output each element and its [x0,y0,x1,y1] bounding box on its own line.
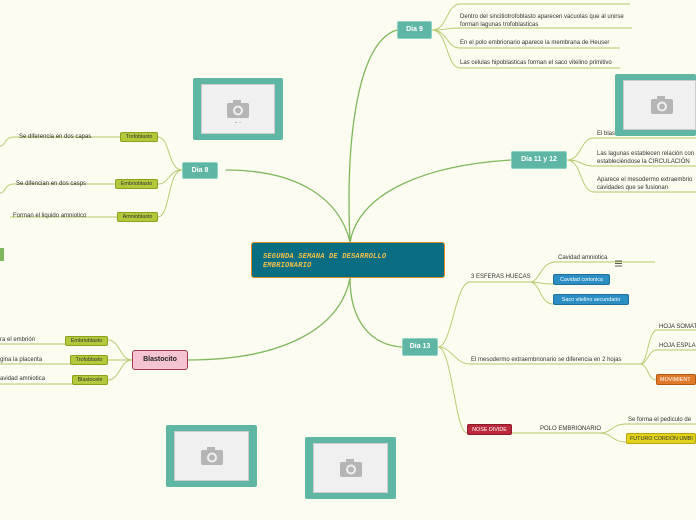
dia1112-note-3: Aparece el mesodermo extraembrio cavidad… [597,177,693,191]
topic-dia-8[interactable]: Dia 8 [182,162,218,179]
dia9-note-1: Dentro del sincitiotrofoblasto aparecen … [460,14,624,28]
topic-dia-9[interactable]: Dia 9 [397,21,432,39]
topic-dia-8-label: Dia 8 [191,167,209,174]
hoja-somatica-label: HOJA SOMAT [659,324,696,330]
topic-dia-11-12-label: Dia 11 y 12 [521,156,557,163]
topic-dia-13[interactable]: Dia 13 [402,338,438,356]
tag-saco-vitelino-secundario[interactable]: Saco vitelino secundario [553,294,629,305]
list-icon[interactable] [615,254,622,267]
dia9-note-2: En el polo embrionario aparece la membra… [460,40,610,46]
tag-futuro-cordon-umbilical[interactable]: FUTURO CORDÓN UMBI [626,433,696,444]
hoja-esplacnica-label: HOJA ESPLAC [659,343,696,349]
topic-blastocito-label: Blastocito [143,356,177,363]
dia8-note-amnioblasto: Forman el liquido amniotico [13,213,87,219]
tag-embrioblasto-blastocito[interactable]: Embrioblasto [65,336,108,346]
tag-amnioblasto[interactable]: Amnioblasto [117,212,158,222]
camera-icon [339,459,362,477]
dia1112-note-2: Las lagunas establecen relación con esta… [597,151,695,165]
camera-icon [650,96,673,114]
topic-dia-13-label: Dia 13 [409,343,431,350]
mesodermo-label: El mesodermo extraembrionario se diferen… [471,357,622,363]
dia1112-note-1: El blas [597,131,616,137]
tag-blastocele[interactable]: Blastocele [72,375,108,385]
camera-icon [227,100,249,123]
polo-embrionario-label: POLO EMBRIONARIO [540,426,602,432]
cavidad-amniotica-label: Cavidad amniotica [558,255,608,261]
esferas-huecas-label: 3 ESFERAS HUECAS [471,274,531,280]
topic-dia-9-label: Dia 9 [406,26,423,33]
topic-blastocito[interactable]: Blastocito [132,350,188,370]
tag-embrioblasto[interactable]: Embrioblasto [115,179,158,189]
blastocito-note-blastocele: avidad amniotica [0,376,46,382]
tag-trofoblasto-blastocito[interactable]: Trofoblasto [70,355,108,365]
tag-movimiento[interactable]: MOVIMIENT [656,374,696,385]
topic-dia-11-12[interactable]: Dia 11 y 12 [511,151,567,169]
blastocito-note-trofoblasto: gina la placenta [0,357,43,363]
image-placeholder-3[interactable] [166,425,257,487]
blastocito-note-embrioblasto: ra el embrión [0,337,36,343]
central-topic-label: SEGUNDA SEMANA DE DESARROLLO EMBRIONARIO [263,253,387,270]
central-topic[interactable]: SEGUNDA SEMANA DE DESARROLLO EMBRIONARIO [251,242,445,278]
dia8-note-trofoblasto: Se diferencia en dos capas [19,134,92,140]
dia8-note-embrioblasto: Se difencian en dos casps [16,181,87,187]
tag-nose-divide[interactable]: NOSE DIVIDE [467,424,512,435]
offscreen-node-edge[interactable] [0,248,4,261]
image-placeholder-4[interactable] [305,437,396,499]
image-placeholder-1[interactable] [193,78,283,140]
dia9-note-3: Las celulas hipoblasticas forman el saco… [460,60,612,66]
tag-trofoblasto[interactable]: Trofoblasto [120,132,158,142]
pediculo-label: Se forma el pediculo de [628,417,692,423]
image-frame [174,431,249,481]
image-placeholder-2[interactable] [615,74,696,136]
camera-icon [200,447,223,465]
tag-cavidad-corionica[interactable]: Cavidad corionica [553,274,610,285]
